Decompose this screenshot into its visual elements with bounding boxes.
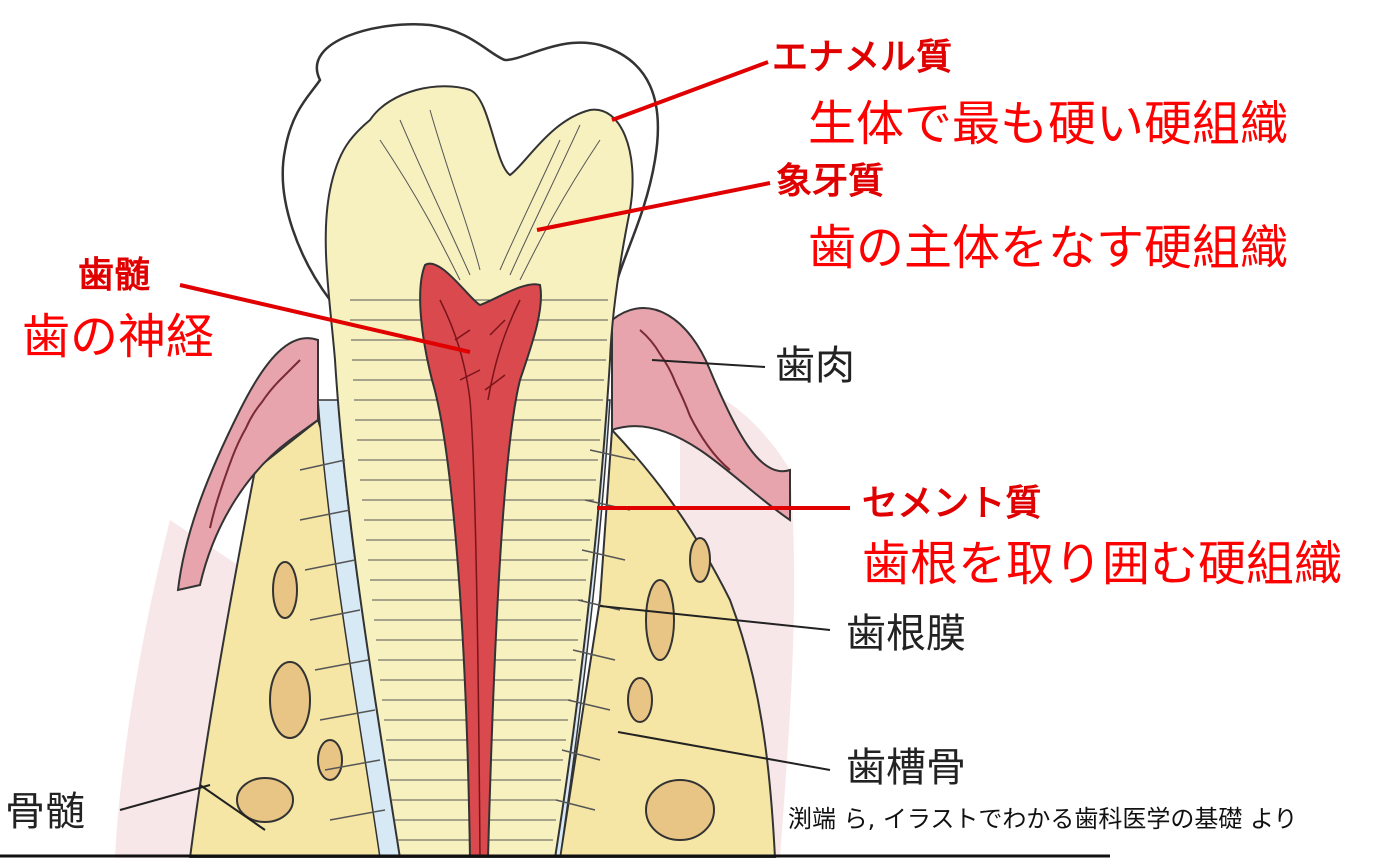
pulp-description: 歯の神経 [22,313,214,361]
gingiva-label: 歯肉 [775,346,855,386]
alveolar-bone-label: 歯槽骨 [846,748,966,788]
enamel-description: 生体で最も硬い硬組織 [808,100,1288,148]
dentin-label: 象牙質 [776,164,884,200]
pdl-label: 歯根膜 [846,614,966,654]
pulp-label: 歯髄 [78,258,150,294]
citation: 渕端 ら, イラストでわかる歯科医学の基礎 より [788,807,1298,831]
dentin-description: 歯の主体をなす硬組織 [808,224,1288,272]
enamel-label: エナメル質 [772,40,952,76]
bone-marrow-label: 骨髄 [5,792,85,832]
cementum-label: セメント質 [862,486,1041,522]
cementum-description: 歯根を取り囲む硬組織 [862,540,1342,588]
